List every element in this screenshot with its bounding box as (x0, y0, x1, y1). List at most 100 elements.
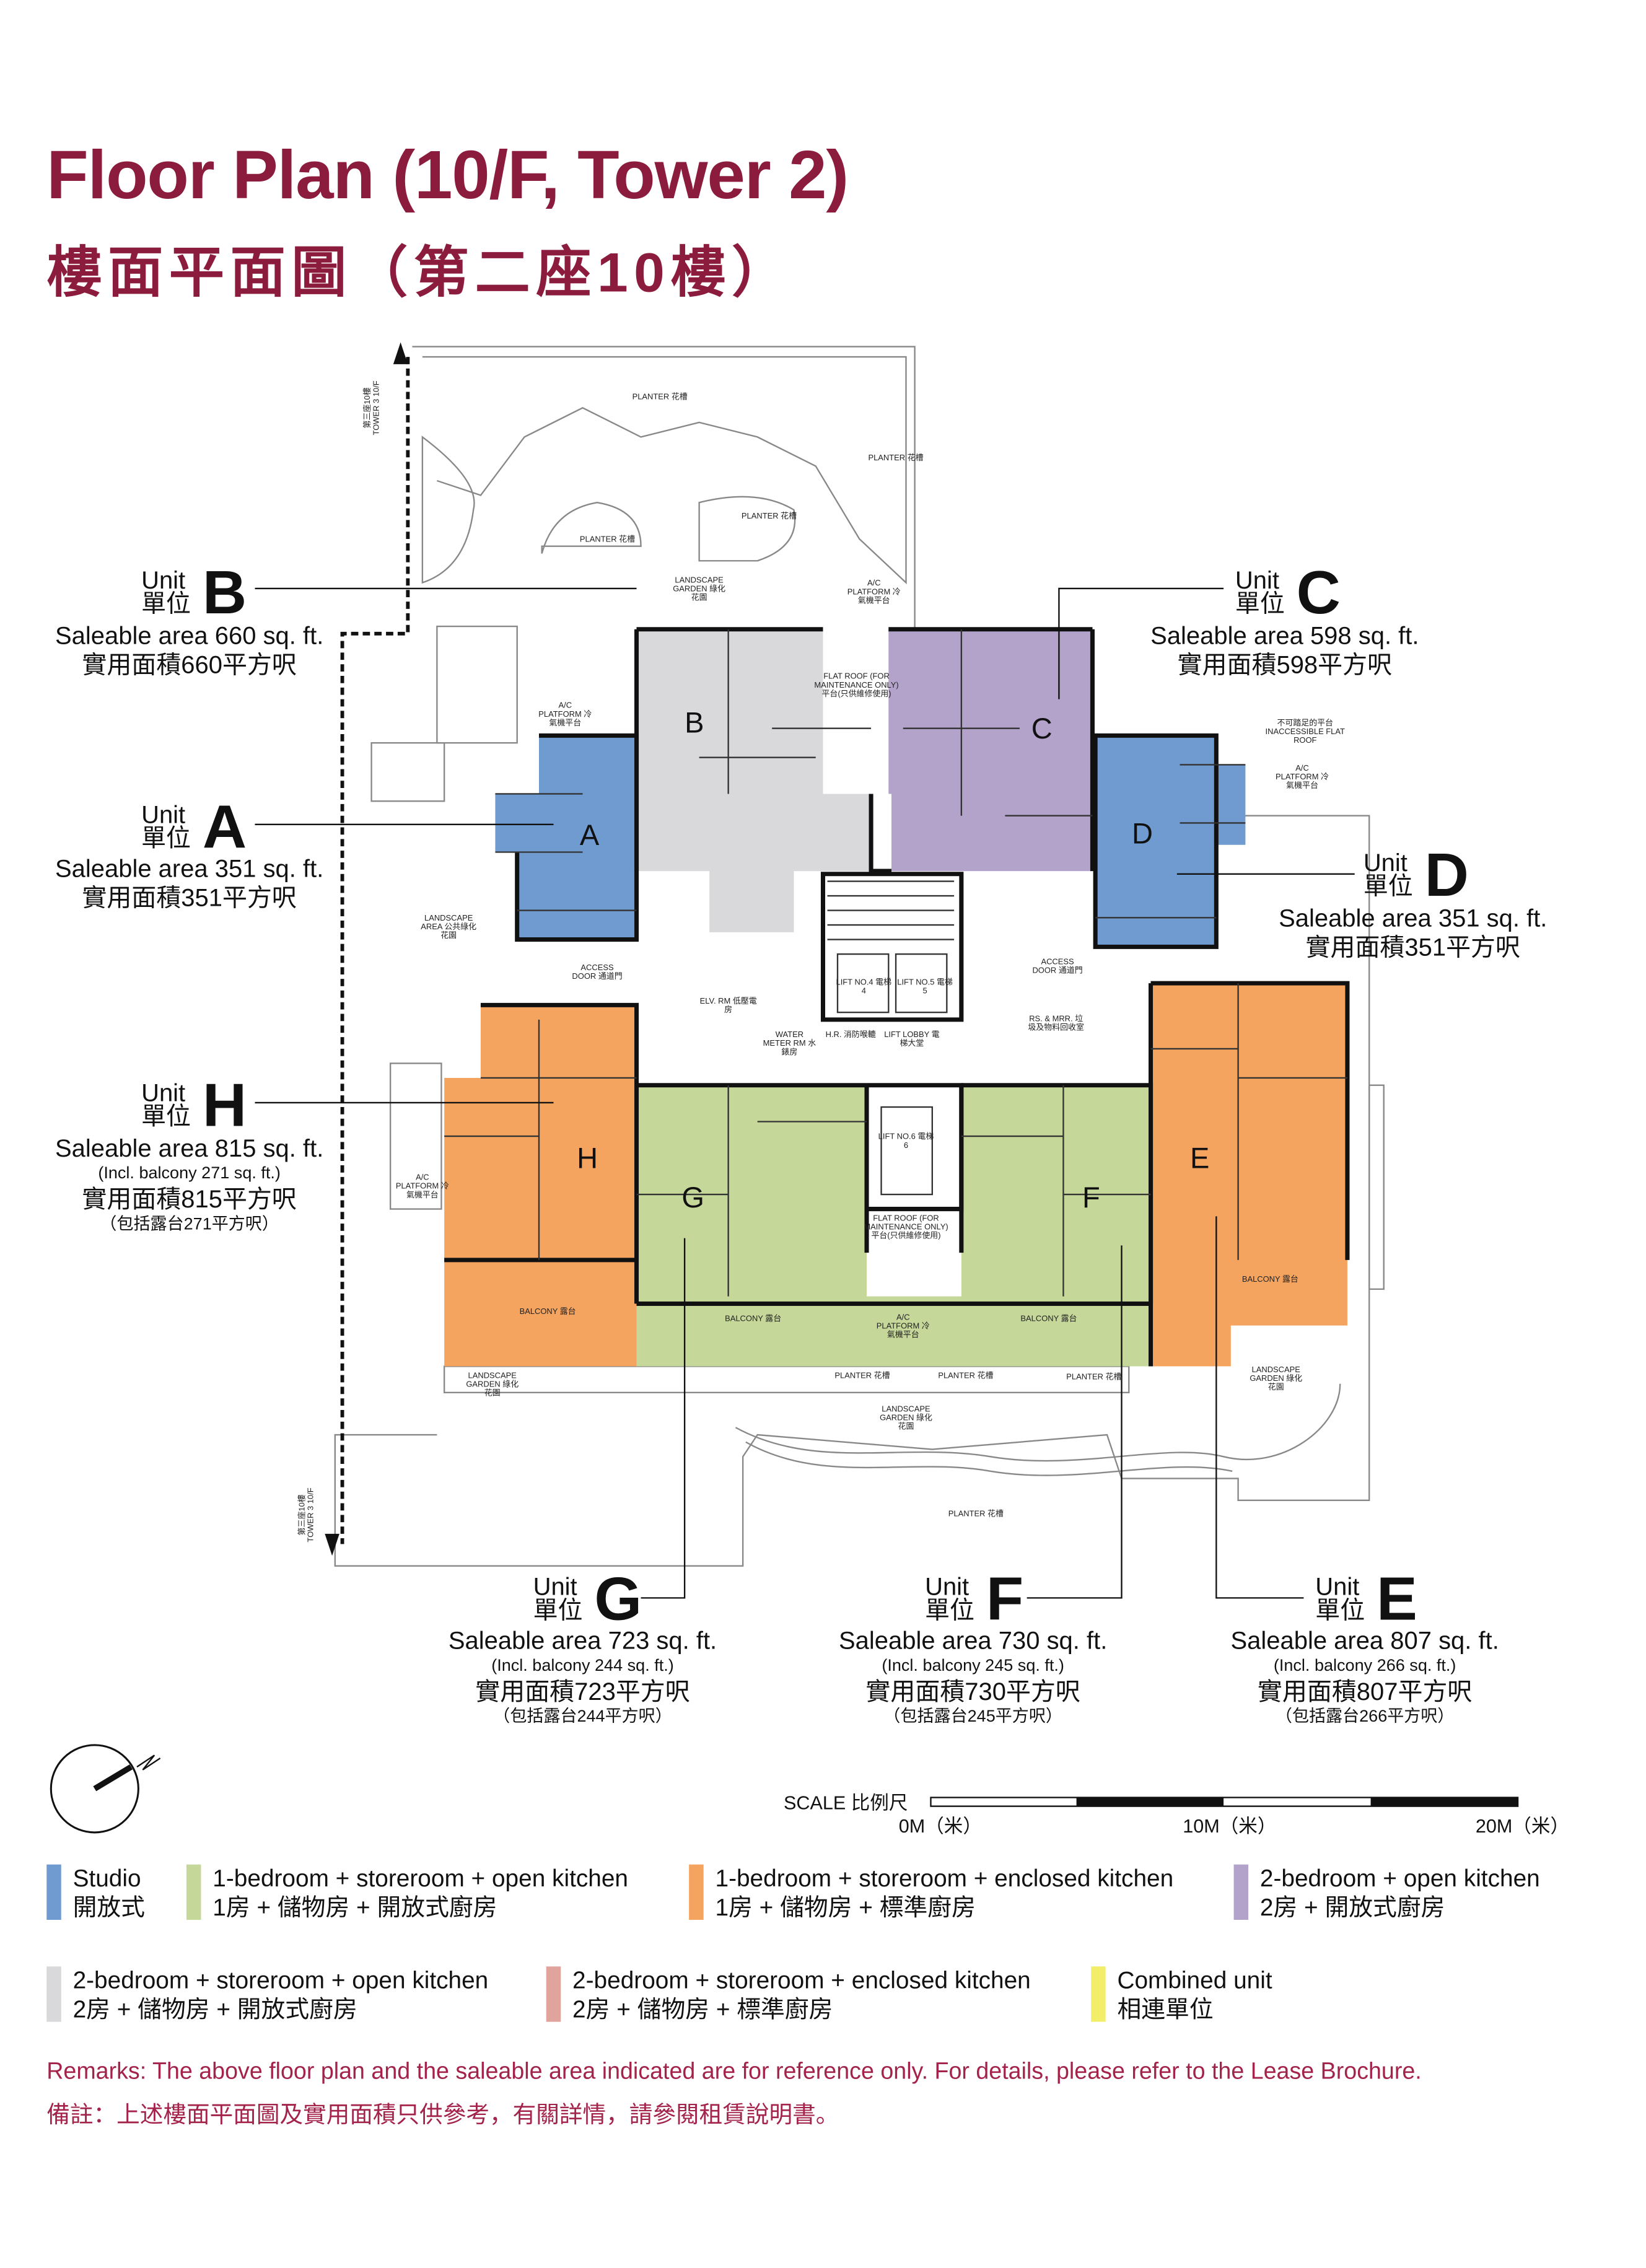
arrow-top-icon (393, 342, 408, 364)
plan-label: A/C PLATFORM 冷氣機平台 (538, 702, 592, 729)
plan-label: FLAT ROOF (FOR MAINTENANCE ONLY) 平台(只供維修… (864, 1214, 948, 1241)
arrow-bottom-icon (325, 1533, 339, 1556)
saleable-area-zh: 實用面積807平方呎 (1257, 1678, 1473, 1706)
unit-letter: B (202, 558, 247, 627)
plan-label: A/C PLATFORM 冷氣機平台 (395, 1174, 449, 1201)
plan-label: A/C PLATFORM 冷氣機平台 (1276, 764, 1329, 791)
plan-label: LANDSCAPE GARDEN 綠化花園 (880, 1406, 932, 1432)
saleable-area-zh: 實用面積815平方呎 (82, 1185, 297, 1214)
legend-1br-store-enclosed: 1-bedroom + storeroom + enclosed kitchen… (689, 1864, 1174, 1923)
legend-2br-store-enclosed: 2-bedroom + storeroom + enclosed kitchen… (546, 1966, 1031, 2025)
legend-label-zh: 2房 + 儲物房 + 開放式廚房 (72, 1997, 357, 2023)
unit-word-zh: 單位 (141, 590, 191, 618)
legend-label: Studio (72, 1866, 141, 1893)
saleable-area-zh: 實用面積598平方呎 (1177, 651, 1393, 679)
north-arrow-icon (50, 1744, 161, 1834)
legend-label-zh: 1房 + 儲物房 + 開放式廚房 (212, 1895, 497, 1922)
plan-label: LIFT LOBBY 電梯大堂 (884, 1031, 940, 1049)
unit-word: Unit (533, 1573, 577, 1601)
unit-h-info: Saleable area 815 sq. ft. (Incl. balcony… (44, 1135, 335, 1237)
unit-e-area (1150, 983, 1347, 1367)
unit-b-info: Saleable area 660 sq. ft. 實用面積660平方呎 (44, 622, 335, 680)
plan-label: 第三座10樓 TOWER 3 10/F (364, 380, 382, 436)
unit-letter: G (594, 1564, 642, 1633)
plan-label: PLANTER 花槽 (1066, 1373, 1122, 1383)
plan-label: 第三座10樓 TOWER 3 10/F (299, 1487, 317, 1543)
unit-word-zh: 單位 (141, 824, 191, 852)
legend-label: 2-bedroom + storeroom + enclosed kitchen (572, 1968, 1031, 1994)
saleable-area-zh: 實用面積730平方呎 (865, 1678, 1080, 1706)
plan-label: BALCONY 露台 (1020, 1315, 1077, 1324)
unit-word-zh: 單位 (1363, 872, 1413, 901)
plan-unit-h-letter: H (577, 1143, 598, 1176)
plan-label: PLANTER 花槽 (632, 393, 688, 402)
unit-letter: C (1296, 558, 1341, 627)
page-title-chinese: 樓面平面圖（第二座10樓） (46, 243, 793, 305)
legend-swatch (546, 1966, 561, 2022)
plan-label: LANDSCAPE AREA 公共綠化花園 (421, 914, 477, 941)
legend-label-zh: 2房 + 開放式廚房 (1259, 1895, 1445, 1922)
unit-word: Unit (141, 1079, 186, 1107)
plan-label: PLANTER 花槽 (834, 1372, 890, 1381)
plan-unit-d-letter: D (1131, 818, 1153, 851)
saleable-area: Saleable area 660 sq. ft. (55, 622, 324, 650)
legend-swatch (1233, 1864, 1249, 1920)
balcony-area-zh: （包括露台266平方呎） (1275, 1709, 1455, 1727)
legend-label-zh: 相連單位 (1117, 1997, 1214, 2023)
balcony-area: (Incl. balcony 271 sq. ft.) (98, 1165, 281, 1183)
saleable-area: Saleable area 730 sq. ft. (838, 1627, 1108, 1655)
saleable-area: Saleable area 351 sq. ft. (55, 855, 324, 883)
plan-label: FLAT ROOF (FOR MAINTENANCE ONLY) 平台(只供維修… (814, 673, 899, 699)
legend-2br-store-open: 2-bedroom + storeroom + open kitchen 2房 +… (46, 1966, 488, 2025)
legend-swatch (186, 1864, 201, 1920)
plan-label: 不可踏足的平台 INACCESSIBLE FLAT ROOF (1265, 719, 1345, 746)
plan-unit-a-letter: A (579, 820, 600, 852)
plan-label: BALCONY 露台 (725, 1315, 782, 1324)
balcony-area-zh: （包括露台245平方呎） (883, 1709, 1062, 1727)
legend-swatch (1091, 1966, 1106, 2022)
unit-e-info: Saleable area 807 sq. ft. (Incl. balcony… (1219, 1627, 1510, 1729)
plan-label: WATER METER RM 水錶房 (763, 1031, 816, 1058)
plan-label: BALCONY 露台 (519, 1308, 576, 1317)
plan-label: ELV. RM 低壓電房 (699, 997, 757, 1015)
plan-label: PLANTER 花槽 (868, 454, 924, 463)
legend-label-zh: 1房 + 儲物房 + 標準廚房 (715, 1895, 976, 1922)
saleable-area: Saleable area 723 sq. ft. (448, 1627, 717, 1655)
legend-swatch (46, 1966, 61, 2022)
plan-label: LIFT NO.5 電梯5 (897, 979, 953, 997)
saleable-area-zh: 實用面積723平方呎 (475, 1678, 690, 1706)
unit-b-area (636, 629, 872, 932)
plan-label: LIFT NO.6 電梯6 (878, 1133, 934, 1151)
saleable-area-zh: 實用面積351平方呎 (82, 884, 297, 912)
unit-c-area (888, 629, 1093, 872)
balcony-area-zh: （包括露台244平方呎） (493, 1709, 672, 1727)
unit-f-area (961, 1085, 1151, 1304)
legend-label: 1-bedroom + storeroom + enclosed kitchen (715, 1866, 1174, 1893)
legend-label: 2-bedroom + storeroom + open kitchen (72, 1968, 489, 1994)
unit-word-zh: 單位 (1315, 1596, 1365, 1624)
plan-label: PLANTER 花槽 (579, 536, 636, 545)
legend-swatch (689, 1864, 704, 1920)
legend-swatch (46, 1864, 61, 1920)
plan-label: LANDSCAPE GARDEN 綠化花園 (466, 1372, 519, 1399)
balcony-area: (Incl. balcony 244 sq. ft.) (491, 1657, 674, 1675)
unit-d-area (1095, 735, 1246, 947)
scale-tick: 20M（米） (1475, 1815, 1570, 1837)
legend-label: 2-bedroom + open kitchen (1259, 1866, 1540, 1893)
unit-letter: E (1376, 1564, 1417, 1633)
unit-word: Unit (141, 566, 186, 595)
unit-word: Unit (1235, 566, 1279, 595)
unit-a-area (495, 735, 637, 940)
plan-label: LIFT NO.4 電梯4 (836, 979, 892, 997)
